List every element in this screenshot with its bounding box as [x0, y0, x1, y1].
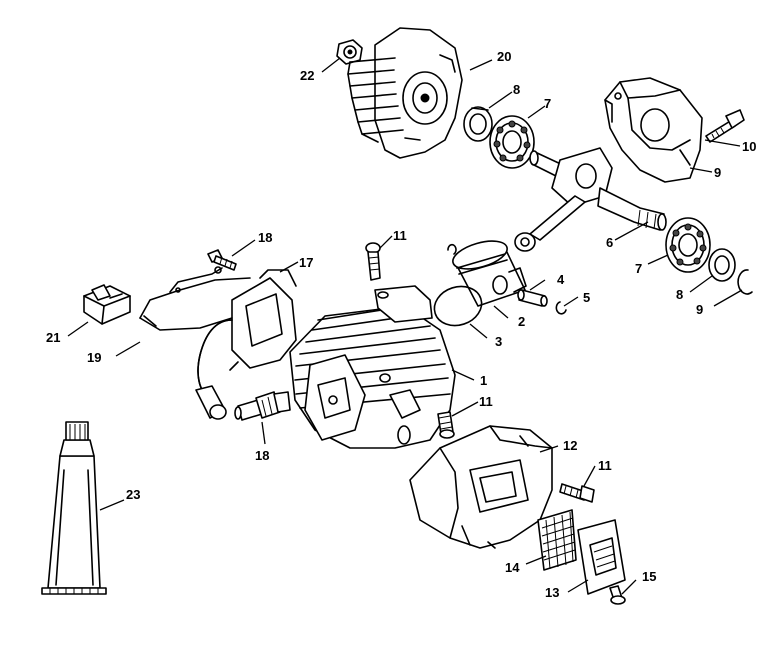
callout-18: 18: [255, 448, 269, 463]
callout-16: 17: [299, 255, 313, 270]
callout-21: 21: [46, 330, 60, 345]
part-ball-bearing-right: [665, 217, 711, 273]
callout-labels: 22 20 8 7 10 9 6 7 8 9 11 18 17 4 5 2 3 …: [46, 49, 756, 600]
callout-11-cylinder-top: 11: [393, 228, 407, 243]
callout-3: 3: [495, 334, 502, 349]
part-screw-cylinder-top: [365, 242, 381, 281]
callout-22: 22: [300, 68, 314, 83]
part-nut: [336, 39, 363, 65]
part-crankcase-clutch-side: [604, 77, 703, 183]
callout-11-cylinder-bottom: 11: [479, 394, 493, 409]
part-spark-plug: [234, 391, 291, 421]
callout-14: 14: [505, 560, 520, 575]
callout-13: 13: [545, 585, 559, 600]
part-ball-bearing-top: [489, 115, 535, 169]
callout-7-top: 7: [544, 96, 551, 111]
callout-5: 5: [583, 290, 590, 305]
callout-8-right: 8: [676, 287, 683, 302]
callout-1: 1: [480, 373, 487, 388]
callout-2: 2: [518, 314, 525, 329]
callout-9: 9: [696, 302, 703, 317]
part-gasket-plate: [577, 519, 626, 595]
part-ignition-module: [195, 269, 297, 420]
callout-4: 4: [557, 272, 565, 287]
callout-8-top: 8: [513, 82, 520, 97]
callout-12: 12: [563, 438, 577, 453]
part-intake-manifold: [409, 425, 553, 549]
callout-15: 15: [642, 569, 656, 584]
part-piston-pin: [517, 289, 548, 307]
part-screw-cylinder-bottom: [437, 411, 455, 439]
callout-11-top-right: 10: [742, 139, 756, 154]
part-oil-seal-top: [463, 106, 493, 142]
part-short-circuit-wire: [139, 266, 251, 331]
callout-11-intake: 11: [598, 458, 612, 473]
part-crankcase-flywheel-side: [347, 27, 463, 159]
callout-19: 19: [87, 350, 101, 365]
part-piston-ring: [433, 285, 483, 327]
part-piston: [452, 240, 527, 307]
part-crankshaft: [514, 147, 667, 252]
part-oil-seal-right: [708, 248, 736, 282]
part-screen: [537, 509, 577, 571]
leader-lines: [67, 57, 743, 595]
part-piston-clip: [555, 301, 567, 315]
callout-6: 6: [606, 235, 613, 250]
part-circlip: [737, 269, 753, 295]
callout-10: 9: [714, 165, 721, 180]
part-screw-ignition: [207, 249, 237, 271]
part-screw-intake: [559, 483, 595, 503]
part-piston-clip-upper: [447, 243, 457, 255]
part-screw-small: [609, 585, 626, 605]
callout-17: 18: [258, 230, 272, 245]
callout-7-right: 7: [635, 261, 642, 276]
callout-20: 20: [497, 49, 511, 64]
part-grease-tube: [41, 421, 107, 595]
part-screw-top-right: [705, 109, 745, 143]
part-cylinder: [289, 285, 456, 449]
callout-23: 23: [126, 487, 140, 502]
part-switch-block: [83, 284, 131, 325]
